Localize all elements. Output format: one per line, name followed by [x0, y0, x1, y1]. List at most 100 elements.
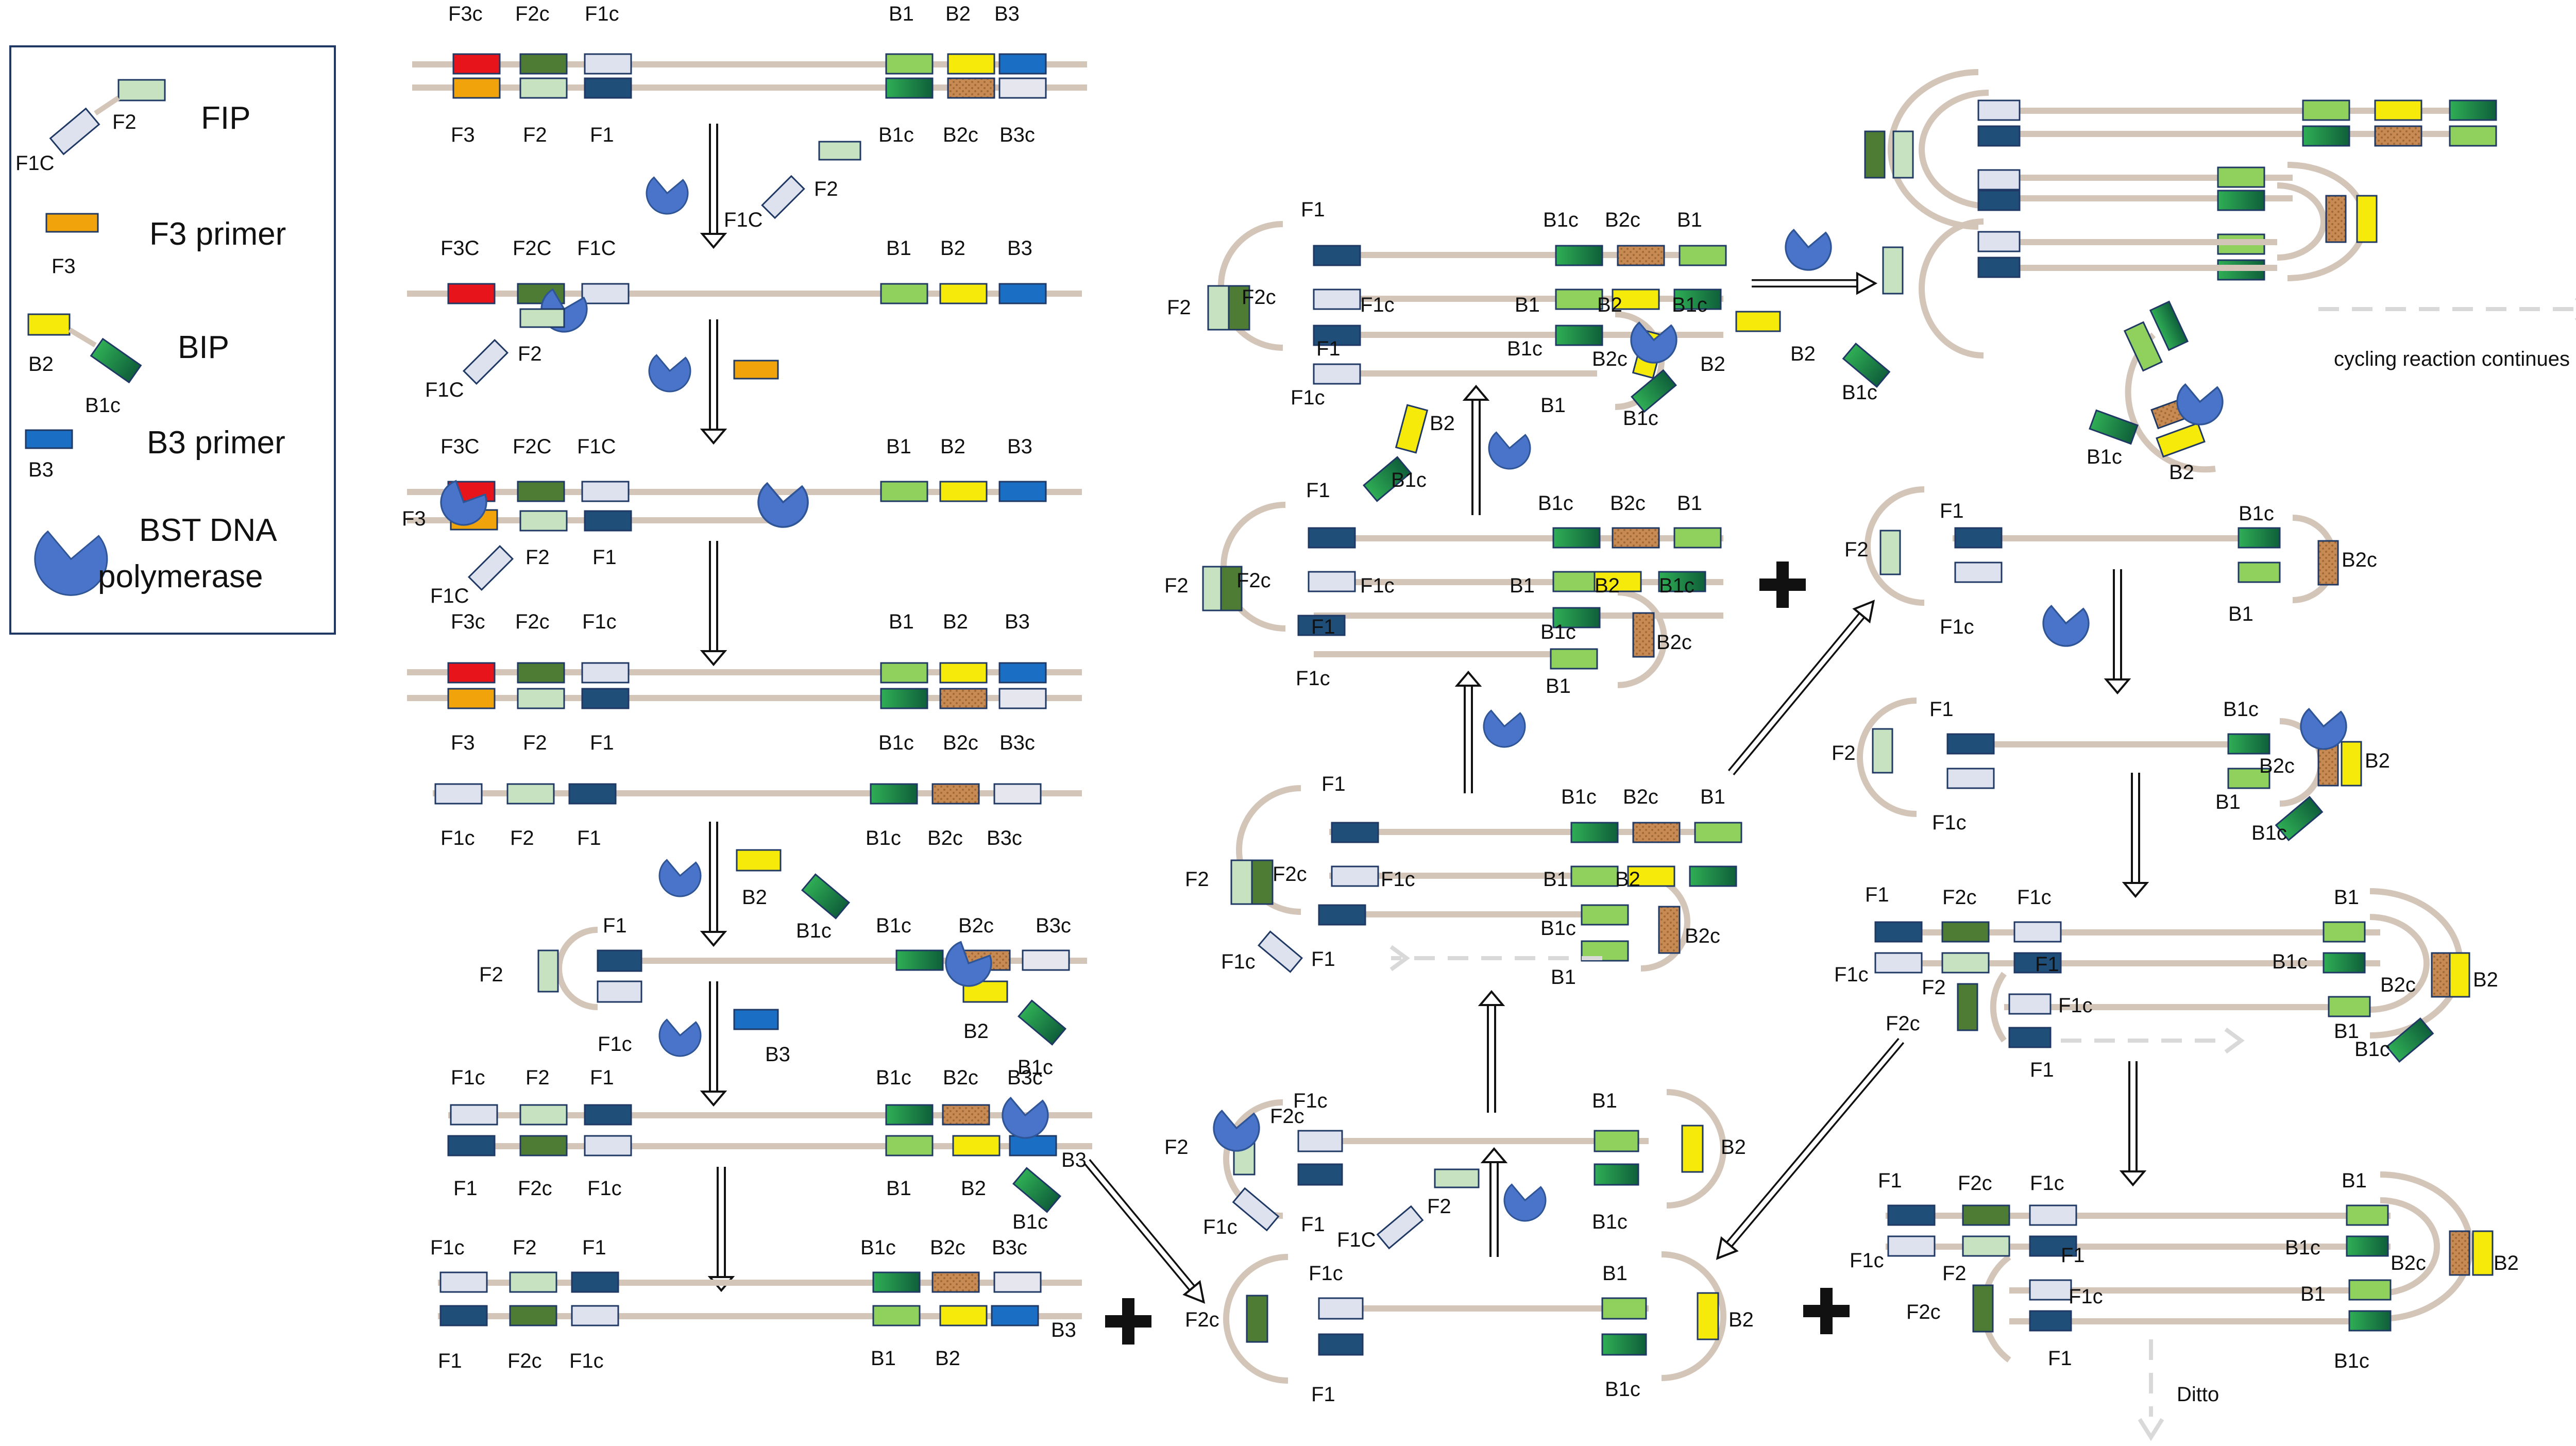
label-b3: B3 [1007, 237, 1032, 260]
region-b2 [1594, 571, 1642, 592]
region-f1 [1954, 527, 2003, 549]
label-f1: F1 [1321, 773, 1346, 795]
region-f2 [519, 1104, 568, 1126]
region-b2 [939, 481, 988, 502]
dna-loop [2380, 1197, 2440, 1296]
region-f3c [447, 688, 496, 709]
region-f2c [1957, 983, 1978, 1031]
region-b1c [885, 1104, 934, 1126]
region-f1 [439, 1305, 488, 1326]
region-f1 [2029, 1235, 2077, 1257]
polymerase-icon [646, 176, 689, 215]
label-f1: F1 [1301, 1213, 1325, 1236]
dna-loop [556, 927, 598, 1010]
label-f1: F1 [1940, 500, 1964, 522]
label-f1: F1 [453, 1177, 478, 1200]
label-f1: F1 [1311, 616, 1335, 638]
region-f1c [2029, 1204, 2077, 1226]
region-b1c [1689, 865, 1737, 887]
region-b3 [998, 53, 1047, 75]
region-b1 [1673, 527, 1722, 549]
label-b1: B1 [1540, 394, 1566, 417]
label-b3c: B3c [1036, 914, 1071, 937]
polymerase-icon [1002, 1096, 1049, 1139]
region-f2 [1207, 285, 1230, 331]
dna-loop [1617, 589, 1667, 688]
label-b2: B2 [1721, 1136, 1746, 1159]
label-f1: F1 [1878, 1169, 1902, 1192]
region-b1 [1581, 904, 1629, 926]
label-f2c: F2c [507, 1350, 542, 1372]
label-b1: B1 [1602, 1262, 1628, 1285]
label-b1c: B1c [1540, 621, 1576, 643]
region-b3 [1009, 1135, 1057, 1156]
label-f1c: F1c [1360, 294, 1395, 316]
region-b1 [2123, 321, 2163, 372]
region-b1c [2089, 409, 2139, 445]
region-b1c [1552, 527, 1601, 549]
label-b1c: B1c [1592, 1211, 1628, 1233]
region-b2 [2356, 195, 2378, 243]
region-f2 [1434, 1168, 1480, 1188]
label-f3c: F3c [448, 3, 483, 25]
region-b2 [939, 662, 988, 684]
region-b2c [931, 1271, 980, 1293]
label-f2: F2 [1832, 742, 1856, 764]
region-f2c [519, 53, 568, 75]
region-f1c [2008, 993, 2052, 1015]
label-f2: F2 [523, 124, 547, 146]
plus-icon-v [1122, 1298, 1134, 1345]
region-b1c [1631, 369, 1677, 413]
region-f3 [452, 53, 501, 75]
region-f1 [1297, 1163, 1343, 1186]
label-f2c: F2c [515, 610, 550, 633]
label-f1c: F1c [1309, 1262, 1343, 1285]
region-f2 [1941, 952, 1990, 974]
region-f1 [2029, 1310, 2072, 1332]
polymerase-icon [2300, 707, 2347, 750]
legend-bst-line2: polymerase [98, 559, 263, 594]
fip-icon [49, 79, 166, 156]
region-f1c [439, 1271, 488, 1293]
region-b1 [2348, 1279, 2392, 1301]
label-b1c: B1c [1540, 917, 1576, 940]
arrow-head [2119, 1170, 2147, 1187]
arrow-head [700, 1091, 727, 1107]
label-b1c: B1c [2251, 822, 2287, 844]
region-f3 [447, 283, 496, 304]
polymerase-icon [1488, 431, 1531, 470]
label-b1: B1 [889, 3, 914, 25]
label-b1c: B1c [1012, 1211, 1048, 1233]
region-b2 [1395, 404, 1429, 454]
label-b1: B1 [2300, 1283, 2326, 1305]
region-b3c [993, 1271, 1042, 1293]
label-b1c: B1c [1018, 1056, 1053, 1079]
label-f1: F1 [592, 546, 617, 569]
label-f1: F1 [577, 827, 601, 849]
label-f1c: F1C [577, 237, 616, 260]
label-f3c: F3C [440, 435, 480, 458]
label-b2c: B2c [2391, 1252, 2426, 1274]
region-f1c [1977, 231, 2021, 252]
label-f1c: F1c [1291, 386, 1325, 409]
label-f2: F2 [1844, 538, 1869, 561]
label-f2: F2 [1427, 1195, 1451, 1218]
label-b2: B2 [1728, 1308, 1754, 1331]
region-b2c [2325, 195, 2347, 243]
region-f1c [1313, 363, 1361, 385]
label-f1c: F1c [1360, 574, 1395, 597]
dashed-arrow-head [1389, 945, 1410, 972]
region-b2 [2449, 952, 2470, 998]
label-f1: F1 [2030, 1059, 2054, 1081]
label-f3c: F3C [440, 237, 480, 260]
label-f1: F1 [1311, 948, 1335, 971]
label-f2: F2 [479, 963, 503, 986]
dna-loop [2369, 914, 2430, 1013]
region-b1 [1601, 1297, 1647, 1320]
label-f1: F1 [2061, 1244, 2085, 1267]
region-f1c [581, 481, 630, 502]
label-b1c: B1c [878, 124, 914, 146]
label-b1: B1 [1543, 868, 1568, 891]
region-f1c [1874, 952, 1923, 974]
region-f2c [1251, 859, 1274, 905]
